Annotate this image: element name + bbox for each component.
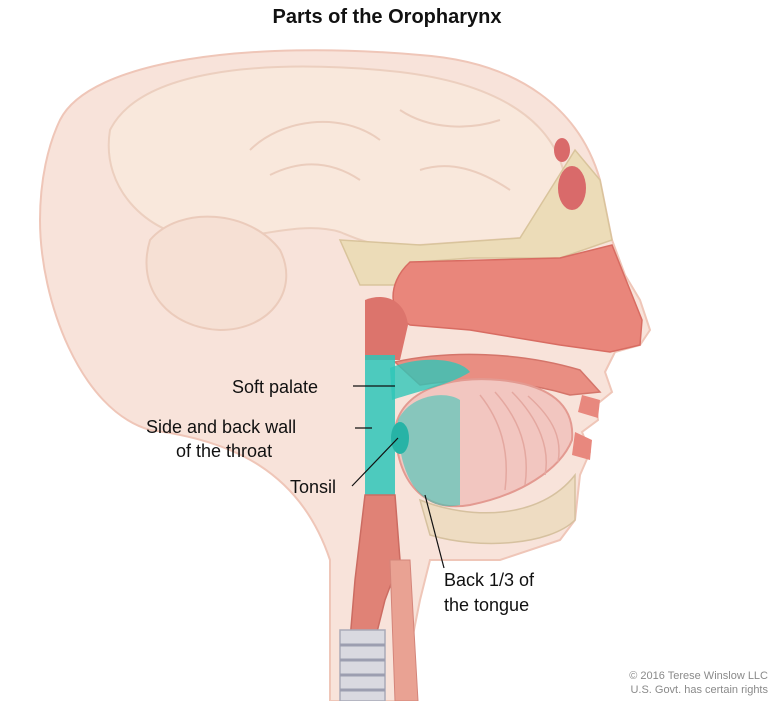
sinus (558, 166, 586, 210)
label-back-tongue-line2: the tongue (444, 594, 529, 616)
tonsil-shape (391, 422, 409, 454)
sinus-small (554, 138, 570, 162)
label-back-tongue-line1: Back 1/3 of (444, 569, 534, 591)
copyright-line1: © 2016 Terese Winslow LLC (629, 670, 768, 682)
lower-lip (572, 432, 592, 460)
label-side-back-wall-line1: Side and back wall (146, 416, 296, 438)
copyright-line2: U.S. Govt. has certain rights (630, 684, 768, 696)
label-side-back-wall-line2: of the throat (176, 440, 272, 462)
label-tonsil: Tonsil (290, 476, 336, 498)
label-soft-palate: Soft palate (232, 376, 318, 398)
